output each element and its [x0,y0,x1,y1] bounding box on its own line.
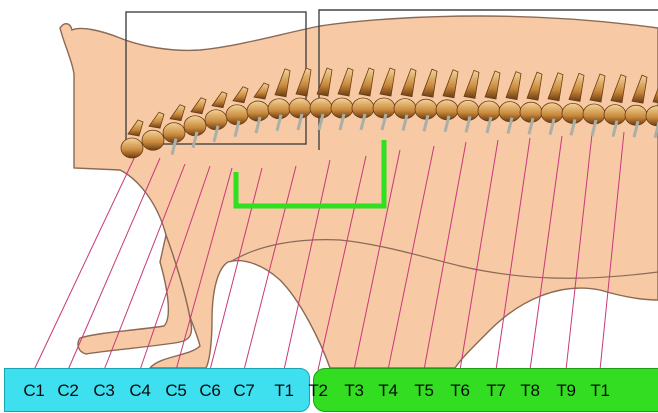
vertebra-label-t9: T9 [549,372,583,410]
vertebra-label-c3: C3 [87,372,121,410]
vertebra-label-c2: C2 [51,372,85,410]
vertebra-label-t7: T7 [479,372,513,410]
vertebra-label-t1: T1 [267,372,301,410]
vertebra-label-c6: C6 [193,372,227,410]
vertebra-label-t6: T6 [443,372,477,410]
vertebra-label-c7: C7 [227,372,261,410]
vertebra-label-c1: C1 [17,372,51,410]
vertebra-label-t1: T1 [583,372,617,410]
vertebra-label-t2: T2 [301,372,335,410]
vertebra-label-t8: T8 [513,372,547,410]
vertebra-label-t3: T3 [337,372,371,410]
vertebra-label-t4: T4 [371,372,405,410]
vertebra-label-c5: C5 [159,372,193,410]
vertebra-label-c4: C4 [123,372,157,410]
body-silhouette [60,16,658,368]
vertebra-label-t5: T5 [407,372,441,410]
